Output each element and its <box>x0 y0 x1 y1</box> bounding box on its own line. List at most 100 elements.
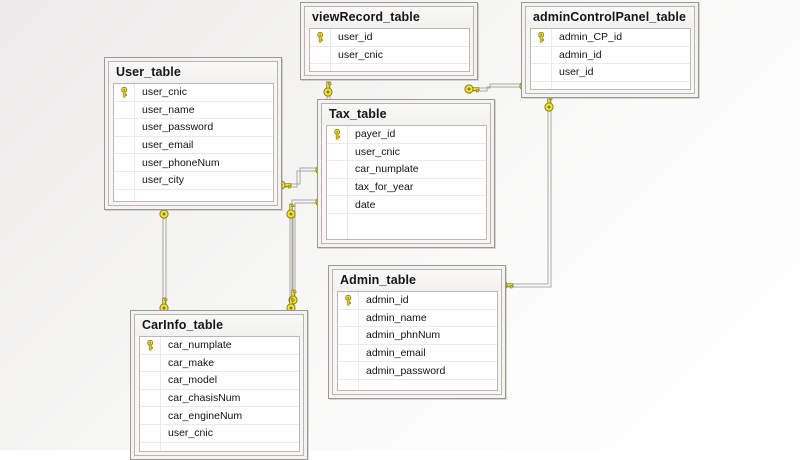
column-gutter <box>531 81 552 89</box>
key-endpoint-icon <box>323 81 333 97</box>
table-title: Admin_table <box>333 270 501 291</box>
column-name: car_numplate <box>355 163 419 176</box>
column-row[interactable]: user_cnic <box>310 46 469 65</box>
column-row[interactable]: admin_name <box>338 309 497 328</box>
column-gutter <box>114 189 135 201</box>
key-endpoint-icon <box>464 84 480 94</box>
table-car_info_table[interactable]: CarInfo_table car_numplate car_make car_… <box>130 310 308 460</box>
column-row[interactable]: car_chasisNum <box>140 389 299 408</box>
table-view_record_table[interactable]: viewRecord_table user_id user_cnic <box>300 2 478 80</box>
primary-key-icon <box>327 126 348 143</box>
column-row[interactable]: user_cnic <box>327 143 486 162</box>
column-gutter <box>327 178 348 196</box>
column-gutter <box>338 327 359 344</box>
relationship-viewrecord-tax <box>326 81 331 99</box>
column-gutter <box>338 309 359 327</box>
column-grid[interactable]: admin_CP_id admin_id user_id <box>530 28 691 90</box>
column-grid[interactable]: user_cnic user_name user_password user_e… <box>113 83 274 202</box>
column-row[interactable]: admin_id <box>338 292 497 310</box>
column-row[interactable]: user_email <box>114 136 273 155</box>
column-gutter <box>114 119 135 136</box>
table-title: User_table <box>109 62 277 83</box>
relationship-acp-admin <box>506 99 552 288</box>
column-name: user_cnic <box>355 145 400 158</box>
key-endpoint-icon <box>544 96 554 112</box>
column-gutter <box>327 143 348 161</box>
column-name: user_id <box>338 31 373 44</box>
column-gutter <box>140 442 161 451</box>
table-title: CarInfo_table <box>135 315 303 336</box>
column-grid[interactable]: car_numplate car_make car_model car_chas… <box>139 336 300 452</box>
column-gutter <box>327 196 348 213</box>
column-name: user_city <box>142 174 185 187</box>
column-row[interactable]: payer_id <box>327 126 486 144</box>
column-gutter <box>327 161 348 178</box>
column-row[interactable]: user_cnic <box>114 84 273 102</box>
relationship-user-carinfo <box>162 211 167 310</box>
column-gutter <box>114 171 135 189</box>
primary-key-icon <box>140 337 161 354</box>
column-row[interactable]: user_phoneNum <box>114 154 273 172</box>
column-gutter <box>140 407 161 424</box>
table-admin_table[interactable]: Admin_table admin_id admin_name admin_ph… <box>328 265 506 399</box>
column-gutter <box>114 136 135 154</box>
column-name: payer_id <box>355 128 396 141</box>
column-gutter <box>114 154 135 171</box>
column-row[interactable]: car_numplate <box>327 161 486 179</box>
column-name: user_cnic <box>168 427 213 440</box>
key-endpoint-icon <box>286 203 296 219</box>
column-row[interactable]: admin_email <box>338 344 497 363</box>
column-row[interactable]: car_engineNum <box>140 407 299 425</box>
column-grid[interactable]: payer_id user_cnic car_numplate tax_for_… <box>326 125 487 240</box>
table-tax_table[interactable]: Tax_table payer_id user_cnic car_numplat… <box>317 99 495 248</box>
column-name: user_phoneNum <box>142 156 220 169</box>
primary-key-icon <box>310 29 331 46</box>
column-name: admin_CP_id <box>559 31 623 44</box>
column-gutter <box>140 424 161 442</box>
primary-key-icon <box>531 29 552 46</box>
column-name: admin_password <box>366 364 446 377</box>
column-row[interactable]: user_id <box>531 64 690 82</box>
table-title: adminControlPanel_table <box>526 7 694 28</box>
relationship-user-carinfo-2 <box>289 211 294 310</box>
column-name: tax_for_year <box>355 181 414 194</box>
column-row[interactable]: user_cnic <box>140 424 299 443</box>
column-row[interactable]: admin_CP_id <box>531 29 690 47</box>
column-row[interactable]: user_password <box>114 119 273 137</box>
column-row[interactable]: user_name <box>114 101 273 120</box>
grid-filler <box>531 81 690 89</box>
table-admin_control_panel_table[interactable]: adminControlPanel_table admin_CP_id admi… <box>521 2 699 98</box>
column-gutter <box>310 46 331 64</box>
column-name: user_id <box>559 66 594 79</box>
column-row[interactable]: user_id <box>310 29 469 47</box>
column-gutter <box>310 64 331 71</box>
column-name: car_numplate <box>168 339 232 352</box>
grid-filler <box>140 442 299 451</box>
column-gutter <box>531 46 552 64</box>
column-gutter <box>338 344 359 362</box>
column-row[interactable]: car_model <box>140 372 299 390</box>
column-name: car_make <box>168 356 215 369</box>
column-grid[interactable]: admin_id admin_name admin_phnNum admin_e… <box>337 291 498 391</box>
column-gutter <box>140 389 161 407</box>
column-row[interactable]: date <box>327 196 486 214</box>
column-row[interactable]: tax_for_year <box>327 178 486 197</box>
column-row[interactable]: admin_password <box>338 362 497 380</box>
column-row[interactable]: user_city <box>114 171 273 190</box>
column-gutter <box>338 379 359 390</box>
column-row[interactable]: car_make <box>140 354 299 373</box>
table-user_table[interactable]: User_table user_cnic user_name user_pass… <box>104 57 282 210</box>
relationship-viewrecord-acp <box>472 83 521 92</box>
column-row[interactable]: admin_phnNum <box>338 327 497 345</box>
column-gutter <box>338 362 359 379</box>
column-row[interactable]: admin_id <box>531 46 690 65</box>
column-row[interactable]: car_numplate <box>140 337 299 355</box>
column-name: admin_id <box>366 294 409 307</box>
grid-filler <box>338 379 497 390</box>
column-grid[interactable]: user_id user_cnic <box>309 28 470 72</box>
column-gutter <box>140 354 161 372</box>
relationship-user-tax <box>284 167 317 188</box>
column-gutter <box>140 372 161 389</box>
column-name: admin_name <box>366 311 427 324</box>
